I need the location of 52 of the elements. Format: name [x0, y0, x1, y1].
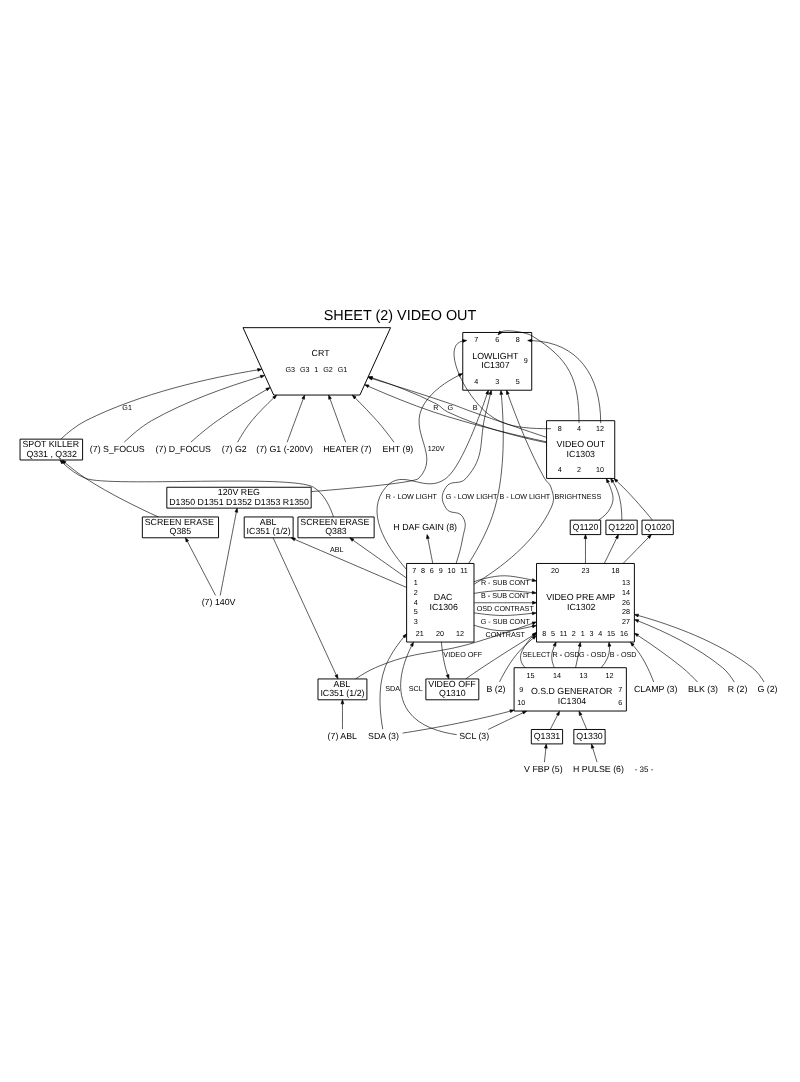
arrow — [473, 624, 537, 632]
arrow — [634, 632, 698, 683]
arrow — [598, 478, 614, 521]
arrow — [575, 642, 582, 668]
arrow — [601, 641, 612, 668]
arrow — [622, 534, 652, 564]
arrow — [551, 641, 557, 668]
arrow — [124, 375, 265, 443]
arrow — [499, 635, 537, 683]
arrow — [634, 619, 735, 683]
arrow — [352, 394, 395, 443]
arrow — [426, 534, 434, 564]
arrow — [59, 459, 334, 518]
arrow — [473, 611, 537, 616]
arrow — [604, 534, 619, 564]
arrow — [379, 633, 407, 730]
arrow — [591, 743, 598, 763]
arrow — [497, 330, 580, 424]
arrow — [190, 387, 271, 443]
arrow — [468, 390, 504, 564]
arrow — [402, 709, 515, 734]
arrow — [60, 368, 262, 440]
arrow — [185, 537, 216, 596]
arrow — [613, 478, 653, 521]
arrow — [544, 743, 548, 763]
arrow — [237, 394, 277, 443]
diagram-title: SHEET (2) VIDEO OUT — [323, 305, 477, 324]
arrow — [441, 641, 450, 680]
arrow — [630, 641, 655, 683]
arrow — [527, 338, 602, 424]
arrow — [61, 459, 159, 518]
arrow — [272, 537, 339, 680]
arrow — [349, 537, 407, 579]
arrow — [578, 710, 587, 730]
arrow — [610, 478, 623, 521]
arrow — [376, 389, 489, 570]
arrow — [286, 394, 305, 443]
arrow — [583, 534, 588, 564]
arrow — [453, 339, 552, 430]
arrow — [474, 601, 537, 605]
arrow — [473, 575, 537, 583]
arrow — [290, 537, 407, 588]
arrow — [487, 710, 527, 730]
arrow — [400, 641, 457, 735]
arrow — [473, 590, 537, 595]
arrow — [473, 389, 554, 585]
arrow — [550, 710, 560, 730]
arrow — [340, 699, 345, 730]
arrow — [441, 390, 492, 564]
arrow — [328, 394, 347, 443]
arrow — [219, 507, 239, 596]
arrow — [634, 613, 765, 683]
